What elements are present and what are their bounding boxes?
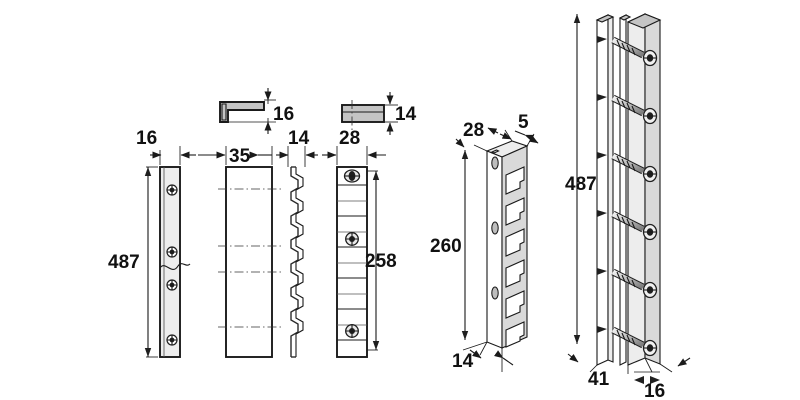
dim-16-section: 16 [273,104,294,125]
dim-16-iso: 16 [644,381,665,400]
view-section-channel [219,88,276,134]
view-iso-upright [455,127,539,372]
plate-tick-marks [597,36,607,333]
dim-14-section: 14 [395,104,417,125]
fixing-holes-side [166,184,178,346]
dim-14-hook: 14 [288,128,310,149]
view-plain-elevation [198,146,282,358]
view-side-with-holes [144,146,196,358]
dim-487-side: 487 [108,252,140,273]
view-hook-profile [276,146,318,358]
iso-slots [505,166,525,348]
dim-260: 260 [430,236,462,257]
view-section-tube [341,92,398,135]
dim-41: 41 [588,369,610,390]
dim-487-iso: 487 [565,174,597,195]
assembly-screws [611,36,658,357]
dim-258: 258 [365,251,397,272]
iso-holes [491,156,499,300]
view-iso-channel [567,13,691,384]
dim-35: 35 [229,146,251,167]
break-symbol [159,263,191,270]
dim-16-side: 16 [136,128,157,149]
fixing-screws-front [343,169,361,338]
dim-28-front: 28 [339,128,360,149]
dim-28-iso: 28 [463,120,484,141]
view-front-slotted [322,146,386,358]
dim-14-iso: 14 [452,351,474,372]
slot-dividers [337,184,367,341]
dim-5-iso: 5 [518,112,529,133]
